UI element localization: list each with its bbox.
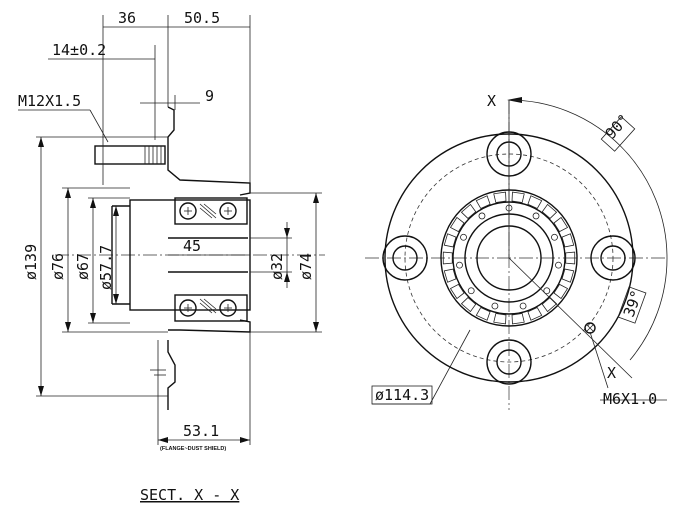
section-mark-top: X (487, 92, 496, 110)
dim-50-5: 50.5 (184, 9, 220, 27)
tone-ring-tooth (541, 203, 558, 219)
dim-36: 36 (118, 9, 136, 27)
tone-ring-tooth (553, 283, 569, 300)
tone-ring-tooth (511, 313, 525, 325)
tone-ring-tooth (443, 233, 457, 248)
section-view (55, 106, 325, 410)
angle-arc-90 (508, 99, 668, 259)
dim-45: 45 (183, 237, 201, 255)
tone-ring-tooth (475, 306, 491, 321)
flange-outline (167, 106, 251, 196)
tone-ring-hole (478, 212, 486, 220)
pcd-circle (404, 153, 614, 363)
m6-label: M6X1.0 (603, 390, 657, 408)
tone-ring-tooth (493, 313, 507, 325)
tone-ring-tooth (511, 191, 525, 203)
dim-76: ø76 (49, 253, 67, 280)
dim-53-1: 53.1 (183, 422, 219, 440)
tone-ring-hole (467, 287, 475, 295)
wheel-stud (94, 145, 166, 165)
bearing-housing (129, 199, 251, 311)
tone-ring-hole (555, 261, 562, 269)
tone-ring-hole (460, 233, 467, 241)
angle-arc-39 (629, 257, 668, 361)
dim-74: ø74 (297, 253, 315, 280)
tone-ring-tooth (561, 233, 575, 248)
tone-ring-tooth (460, 297, 477, 313)
tone-ring-tooth (527, 195, 543, 210)
tone-ring-tooth (449, 283, 465, 300)
section-mark-bottom: X (607, 364, 616, 382)
dim-57-7: ø57.7 (97, 245, 115, 290)
dim-9: 9 (205, 87, 214, 105)
tone-ring-tooth (527, 306, 543, 321)
dim-67: ø67 (74, 253, 92, 280)
tone-ring-tooth (553, 216, 569, 233)
bearing-upper (174, 197, 248, 225)
tone-ring-hole (543, 287, 551, 295)
pcd-label: ø114.3 (375, 386, 429, 404)
thread-label: M12X1.5 (18, 92, 81, 110)
tone-ring-tooth (475, 195, 491, 210)
dim-139: ø139 (22, 244, 40, 280)
tone-ring-tooth (443, 268, 457, 283)
tone-ring-tooth (561, 268, 575, 283)
section-title: SECT. X - X (140, 486, 239, 504)
front-view: X X 90° 39° ø114.3 M6X1.0 (365, 92, 668, 410)
tone-ring-tooth (442, 251, 453, 265)
dim-14-tol: 14±0.2 (52, 41, 106, 59)
dimensions: 36 50.5 14±0.2 M12X1.5 9 ø139 ø76 (18, 9, 322, 504)
tone-ring-tooth (449, 216, 465, 233)
tone-ring-hole (519, 302, 527, 310)
flange-note: (FLANGE~DUST SHIELD) (160, 446, 226, 452)
tone-ring-tooth (493, 191, 507, 203)
tone-ring-hole (491, 302, 499, 310)
tone-ring-hole (551, 233, 558, 241)
tone-ring-tooth (565, 251, 576, 265)
section-line (508, 257, 633, 379)
tone-ring-tooth (460, 203, 477, 219)
tone-ring-teeth (442, 191, 576, 325)
dim-32: ø32 (268, 253, 286, 280)
tone-ring-hole (456, 261, 463, 269)
angle-90: 90° (602, 110, 634, 142)
bearing-lower (174, 294, 248, 322)
tone-ring-hole (532, 212, 540, 220)
